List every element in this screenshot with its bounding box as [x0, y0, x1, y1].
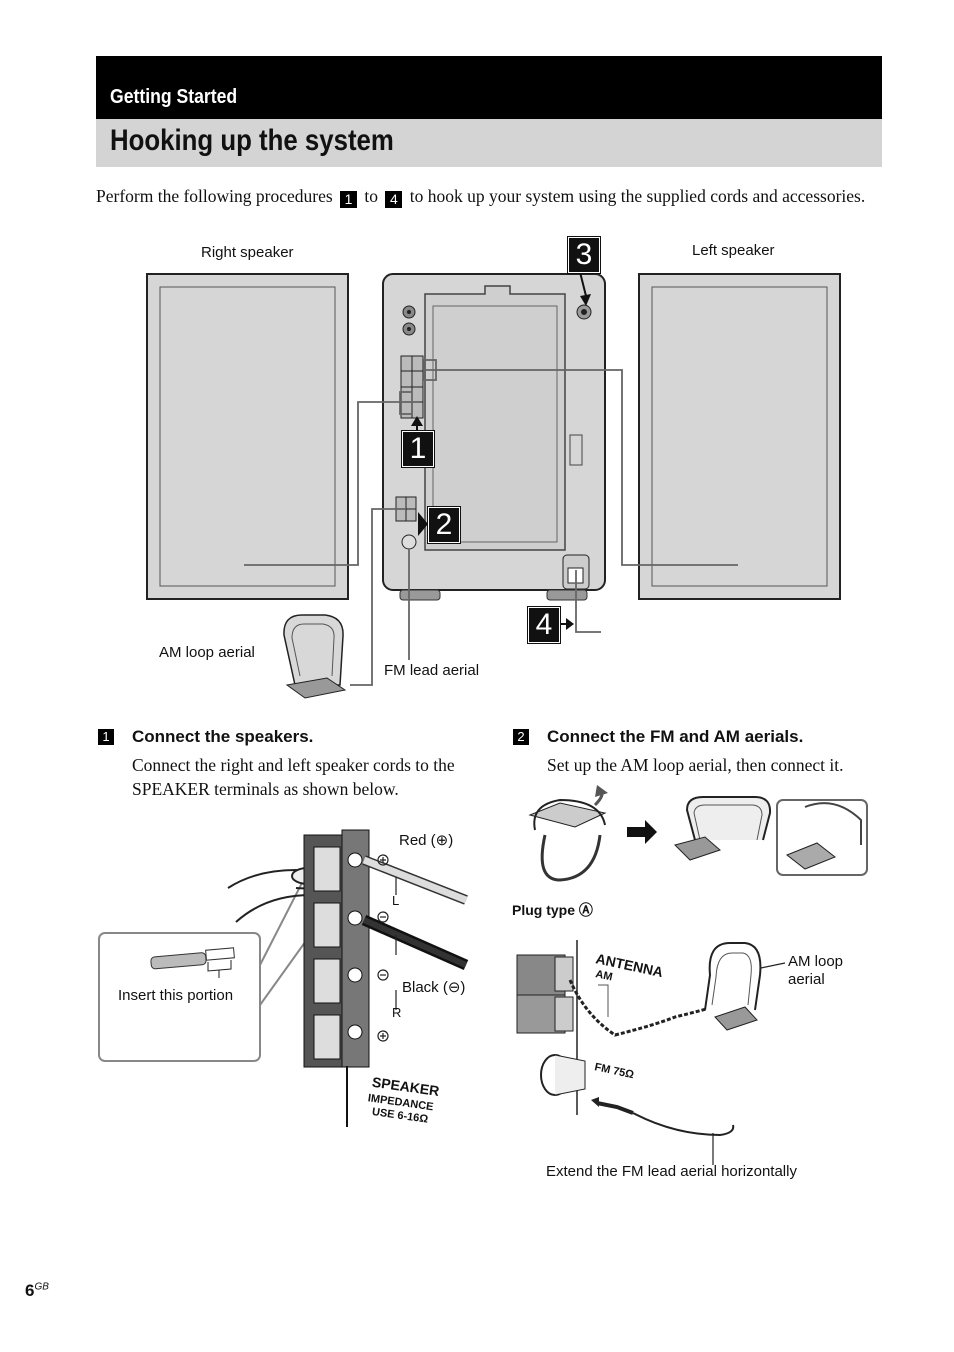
am-loop-unfold-drawing [528, 785, 608, 882]
left-speaker-drawing [638, 273, 841, 600]
page-title: Hooking up the system [110, 124, 394, 157]
callout-4: 4 [527, 606, 561, 644]
am-loop-aerial-label: AM loop aerial [159, 644, 255, 661]
page-number-suffix: GB [34, 1281, 49, 1293]
section-label: Getting Started [110, 86, 238, 108]
procedure-number-4: 4 [385, 191, 403, 208]
speaker-terminal-diagram: L R SPEAKER IMPEDANCE USE 6-16Ω [98, 829, 469, 1127]
intro-text-3: to hook up your system using the supplie… [409, 186, 866, 206]
procedure-number-1: 1 [340, 191, 358, 208]
plug-type-label: Plug type Ⓐ [512, 902, 593, 918]
left-speaker-label: Left speaker [692, 242, 775, 259]
callout-2: 2 [427, 506, 461, 544]
right-arrow-icon [627, 820, 657, 844]
channel-r-label: R [392, 1005, 401, 1020]
black-cord-label: Black (⊖) [402, 979, 466, 996]
callout-1-arrow [411, 416, 423, 430]
detail-inset [776, 799, 868, 876]
step-2-body: Set up the AM loop aerial, then connect … [547, 755, 844, 775]
page-number: 6GB [25, 1281, 49, 1301]
right-speaker-label: Right speaker [201, 244, 294, 261]
intro-paragraph: Perform the following procedures 1 to 4 … [96, 184, 866, 208]
intro-text-2: to [364, 186, 379, 206]
speaker-cords [361, 855, 469, 971]
am-loop-aerial-label-line-1: AM loop [788, 953, 844, 970]
callout-2-arrow [418, 512, 428, 536]
terminal-markings [377, 854, 397, 1042]
am-loop-aerial-label-line-2: aerial [788, 971, 825, 988]
aerial-setup-diagram: ANTENNA AM FM 75Ω [516, 785, 868, 1165]
callout-1: 1 [401, 430, 435, 468]
red-cord-label: Red (⊕) [399, 832, 454, 849]
fm-terminal-label: FM 75Ω [593, 1061, 635, 1081]
channel-l-label: L [392, 893, 399, 908]
connection-wires [244, 359, 738, 686]
page-number-value: 6 [25, 1281, 35, 1300]
step-2-heading: Connect the FM and AM aerials. [547, 727, 804, 746]
right-speaker-drawing [146, 273, 349, 600]
callout-4-arrow [560, 618, 574, 630]
terminal-block [303, 829, 370, 1127]
callout-3: 3 [567, 236, 601, 274]
hookup-diagram [146, 267, 841, 699]
section-bar: Getting Started [96, 56, 882, 119]
title-bar: Hooking up the system [96, 119, 882, 167]
step-1-heading: Connect the speakers. [132, 727, 314, 746]
am-loop-standing-drawing [674, 796, 772, 861]
step-1-body: Connect the right and left speaker cords… [132, 755, 455, 799]
fm-lead-aerial-label: FM lead aerial [384, 662, 480, 679]
intro-text-1: Perform the following procedures [96, 186, 333, 206]
step-1-number: 1 [98, 729, 114, 745]
step-2-number: 2 [513, 729, 529, 745]
am-loop-aerial-drawing [283, 614, 347, 699]
antenna-terminal-drawing [516, 940, 786, 1165]
extend-fm-lead-label: Extend the FM lead aerial horizontally [546, 1163, 797, 1180]
insert-portion-label: Insert this portion [118, 987, 234, 1004]
am-terminal-label: AM [594, 968, 613, 983]
